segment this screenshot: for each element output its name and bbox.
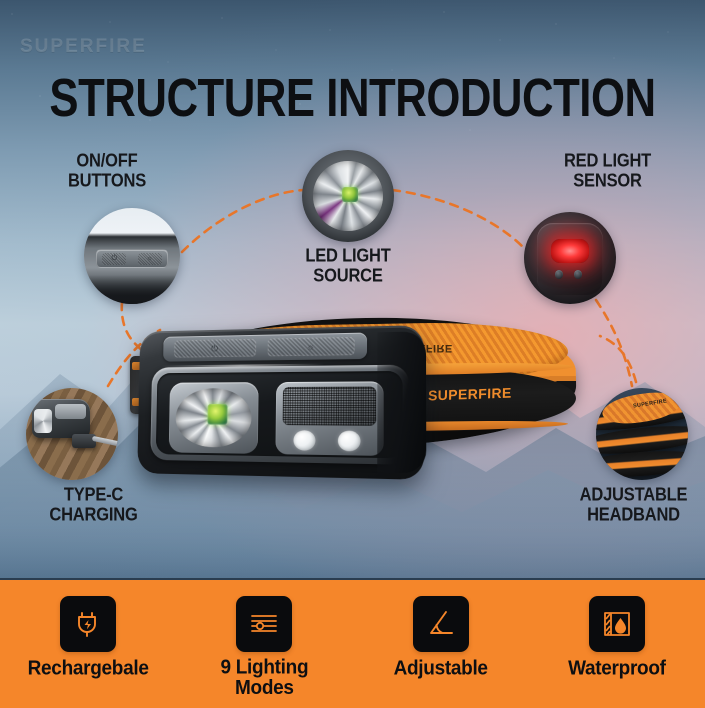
feature-label: Waterproof bbox=[568, 657, 666, 680]
bubble-shadow bbox=[84, 275, 180, 304]
sensor-led-left bbox=[555, 270, 564, 279]
callout-label-adjustable-headband: ADJUSTABLE HEADBAND bbox=[562, 485, 705, 526]
band-logo-front: SUPERFIRE bbox=[427, 384, 512, 404]
aux-led-left bbox=[293, 430, 316, 451]
feature-label: Adjustable bbox=[393, 657, 488, 680]
callout-label-red-light-sensor: RED LIGHT SENSOR bbox=[520, 151, 695, 192]
callout-label-on-off-buttons: ON/OFF BUTTONS bbox=[22, 151, 192, 192]
feature-adjustable: Adjustable bbox=[353, 596, 529, 680]
plug-shield-bolt-icon bbox=[60, 596, 117, 652]
power-button-icon: ⏻ ☼ bbox=[95, 249, 169, 269]
sensor-body bbox=[536, 223, 604, 295]
feature-label: 9 Lighting Modes bbox=[220, 656, 309, 700]
callout-label-type-c-charging: TYPE-C CHARGING bbox=[6, 485, 181, 526]
callout-line-1: ADJUSTABLE bbox=[579, 485, 688, 505]
lamp-panel bbox=[55, 404, 86, 420]
lamp-lens bbox=[33, 409, 52, 433]
feature-bar: Rechargebale 9 Lighting Modes Adjustable bbox=[0, 578, 705, 708]
callout-line-2: SENSOR bbox=[573, 171, 642, 192]
callout-line-1: ON/OFF bbox=[76, 151, 138, 171]
angle-icon bbox=[412, 596, 469, 652]
product-headlamp: SUPERFIRE SUPERFIRE ⏻ ☼ bbox=[0, 300, 705, 530]
callout-label-led-light-source: LED LIGHT SOURCE bbox=[258, 246, 438, 287]
page-title: STRUCTURE INTRODUCTION bbox=[49, 67, 656, 128]
red-sensor-icon bbox=[551, 238, 589, 264]
callout-image-type-c-charging bbox=[26, 388, 118, 480]
callout-line-2: HEADBAND bbox=[587, 505, 680, 526]
sensor-housing bbox=[275, 381, 384, 456]
callout-line-1: RED LIGHT bbox=[563, 151, 652, 171]
callout-image-on-off-buttons: ⏻ ☼ bbox=[84, 208, 180, 304]
usb-c-plug-icon bbox=[72, 434, 96, 448]
brand-watermark: SUPERFIRE bbox=[20, 36, 147, 57]
lamp-closeup bbox=[31, 399, 91, 438]
led-die bbox=[342, 186, 359, 203]
callout-line-1: LED LIGHT bbox=[305, 246, 391, 266]
feature-waterproof: Waterproof bbox=[529, 596, 705, 680]
sensor-led-right bbox=[573, 270, 582, 279]
led-die bbox=[207, 403, 228, 425]
lamp-button-rail: ⏻ ☼ bbox=[163, 332, 368, 362]
led-reflector-housing bbox=[168, 382, 259, 454]
callout-line-2: SOURCE bbox=[313, 266, 383, 287]
callout-line-2: CHARGING bbox=[49, 505, 138, 526]
water-drop-icon bbox=[588, 596, 645, 652]
callout-line-2: BUTTONS bbox=[67, 171, 147, 192]
housing-side-shade bbox=[377, 331, 427, 474]
callout-image-led-light-source bbox=[302, 150, 394, 242]
mode-button-icon: ☼ bbox=[267, 336, 355, 357]
button-glyph-right: ☼ bbox=[137, 253, 162, 265]
red-sensor-icon bbox=[282, 386, 377, 426]
slider-lines-icon bbox=[236, 596, 293, 652]
feature-lighting-modes: 9 Lighting Modes bbox=[176, 596, 352, 700]
callout-line-1: TYPE-C bbox=[63, 485, 124, 505]
callout-image-red-light-sensor bbox=[524, 212, 616, 304]
lamp-bezel-inner bbox=[155, 370, 403, 459]
lamp-housing: ⏻ ☼ bbox=[137, 325, 427, 480]
feature-label: Rechargebale bbox=[27, 657, 149, 680]
callout-image-adjustable-headband: SUPERFIRE bbox=[596, 388, 688, 480]
power-button-icon: ⏻ bbox=[174, 338, 257, 358]
aux-led-right bbox=[337, 430, 361, 452]
button-glyph-left: ⏻ bbox=[102, 253, 127, 265]
lamp-bezel bbox=[150, 364, 410, 465]
feature-rechargeable: Rechargebale bbox=[0, 596, 176, 680]
